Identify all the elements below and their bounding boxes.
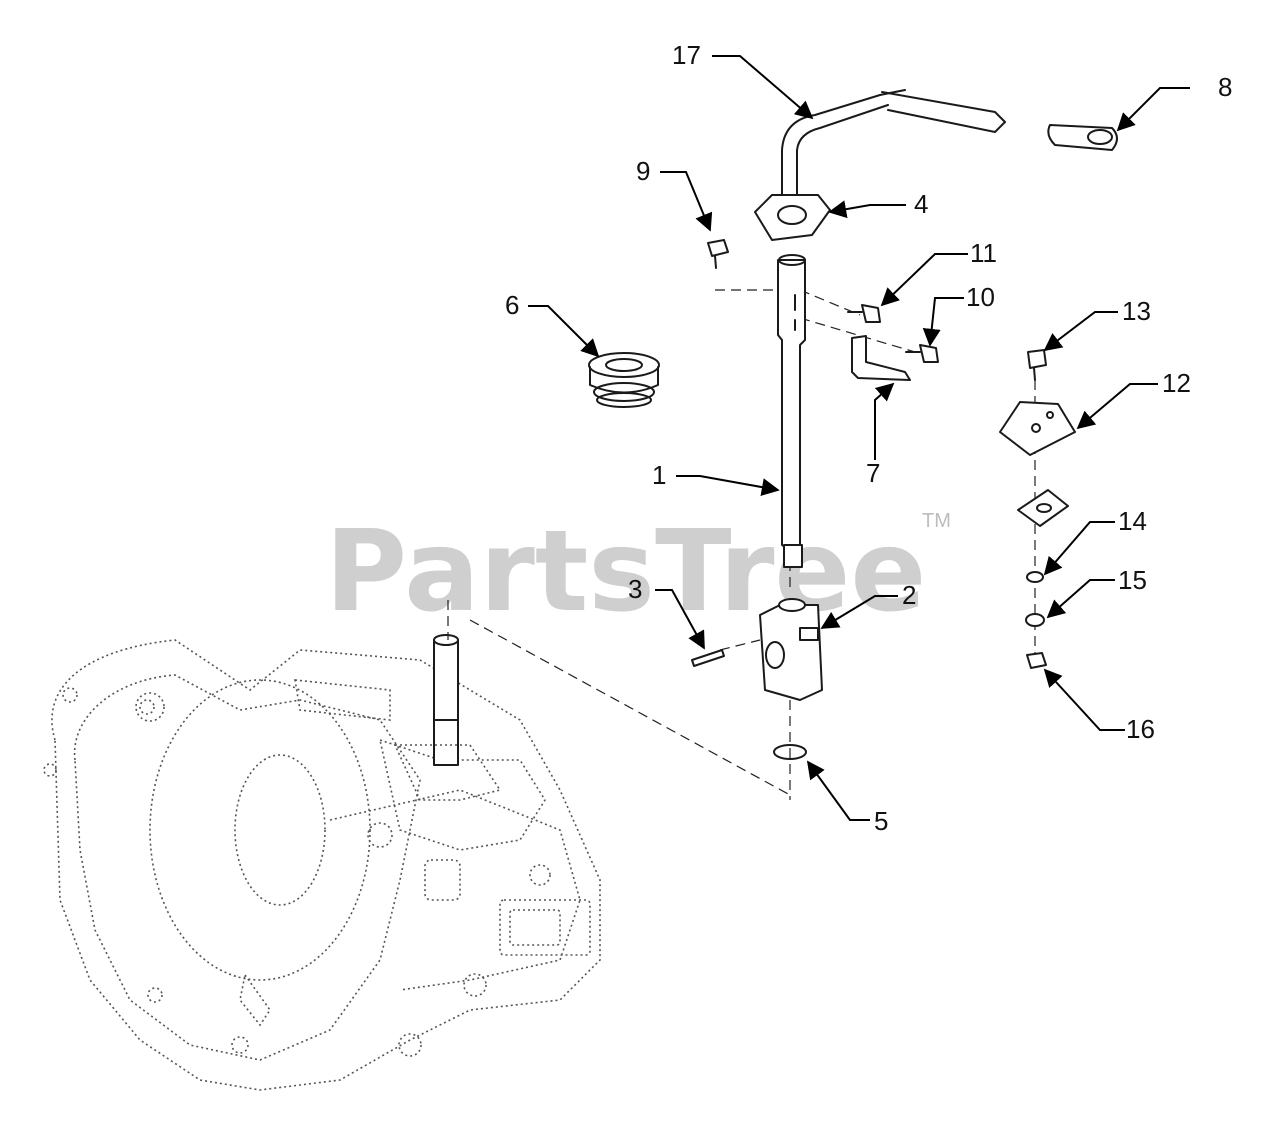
callout-13: 13 (1122, 296, 1151, 326)
callout-7: 7 (866, 458, 880, 488)
bolt-9-part (707, 239, 729, 269)
plate-12-part (999, 401, 1076, 456)
callout-leaders (528, 55, 1190, 821)
callout-10: 10 (966, 282, 995, 312)
watermark-trademark: TM (922, 510, 951, 532)
watermark: PartsTree TM (325, 507, 951, 637)
washer-15-part (1025, 613, 1045, 627)
snap-ring-part (773, 744, 807, 760)
callout-6: 6 (505, 290, 519, 320)
callout-2: 2 (902, 580, 916, 610)
callout-17: 17 (672, 40, 701, 70)
callout-14: 14 (1118, 506, 1147, 536)
callout-5: 5 (874, 806, 888, 836)
callout-16: 16 (1126, 714, 1155, 744)
watermark-text: PartsTree (325, 507, 926, 637)
flange-part (754, 194, 831, 241)
coupler-part (759, 598, 823, 701)
bolt-10-part (905, 344, 939, 363)
callout-12: 12 (1162, 368, 1191, 398)
callout-9: 9 (636, 156, 650, 186)
shift-rod-part (777, 254, 806, 568)
callout-11: 11 (970, 238, 997, 268)
gasket-part (1017, 489, 1069, 527)
bolt-13-part (1027, 349, 1047, 381)
callout-1: 1 (652, 460, 666, 490)
bolt-11-part (847, 304, 881, 323)
nut-16-part (1026, 652, 1047, 669)
callout-8: 8 (1218, 72, 1232, 102)
shift-lever-part (781, 89, 1006, 201)
pin-part (691, 649, 725, 667)
transmission-housing (43, 634, 601, 1091)
bracket-part (851, 335, 911, 381)
washer-14-part (1026, 571, 1044, 583)
grommet-part (588, 352, 660, 408)
callout-3: 3 (628, 574, 642, 604)
knob-part (1047, 124, 1118, 151)
callout-labels: 17 8 9 4 11 10 6 7 1 13 12 14 15 16 3 2 … (505, 40, 1232, 836)
callout-4: 4 (914, 189, 928, 219)
callout-15: 15 (1118, 565, 1147, 595)
